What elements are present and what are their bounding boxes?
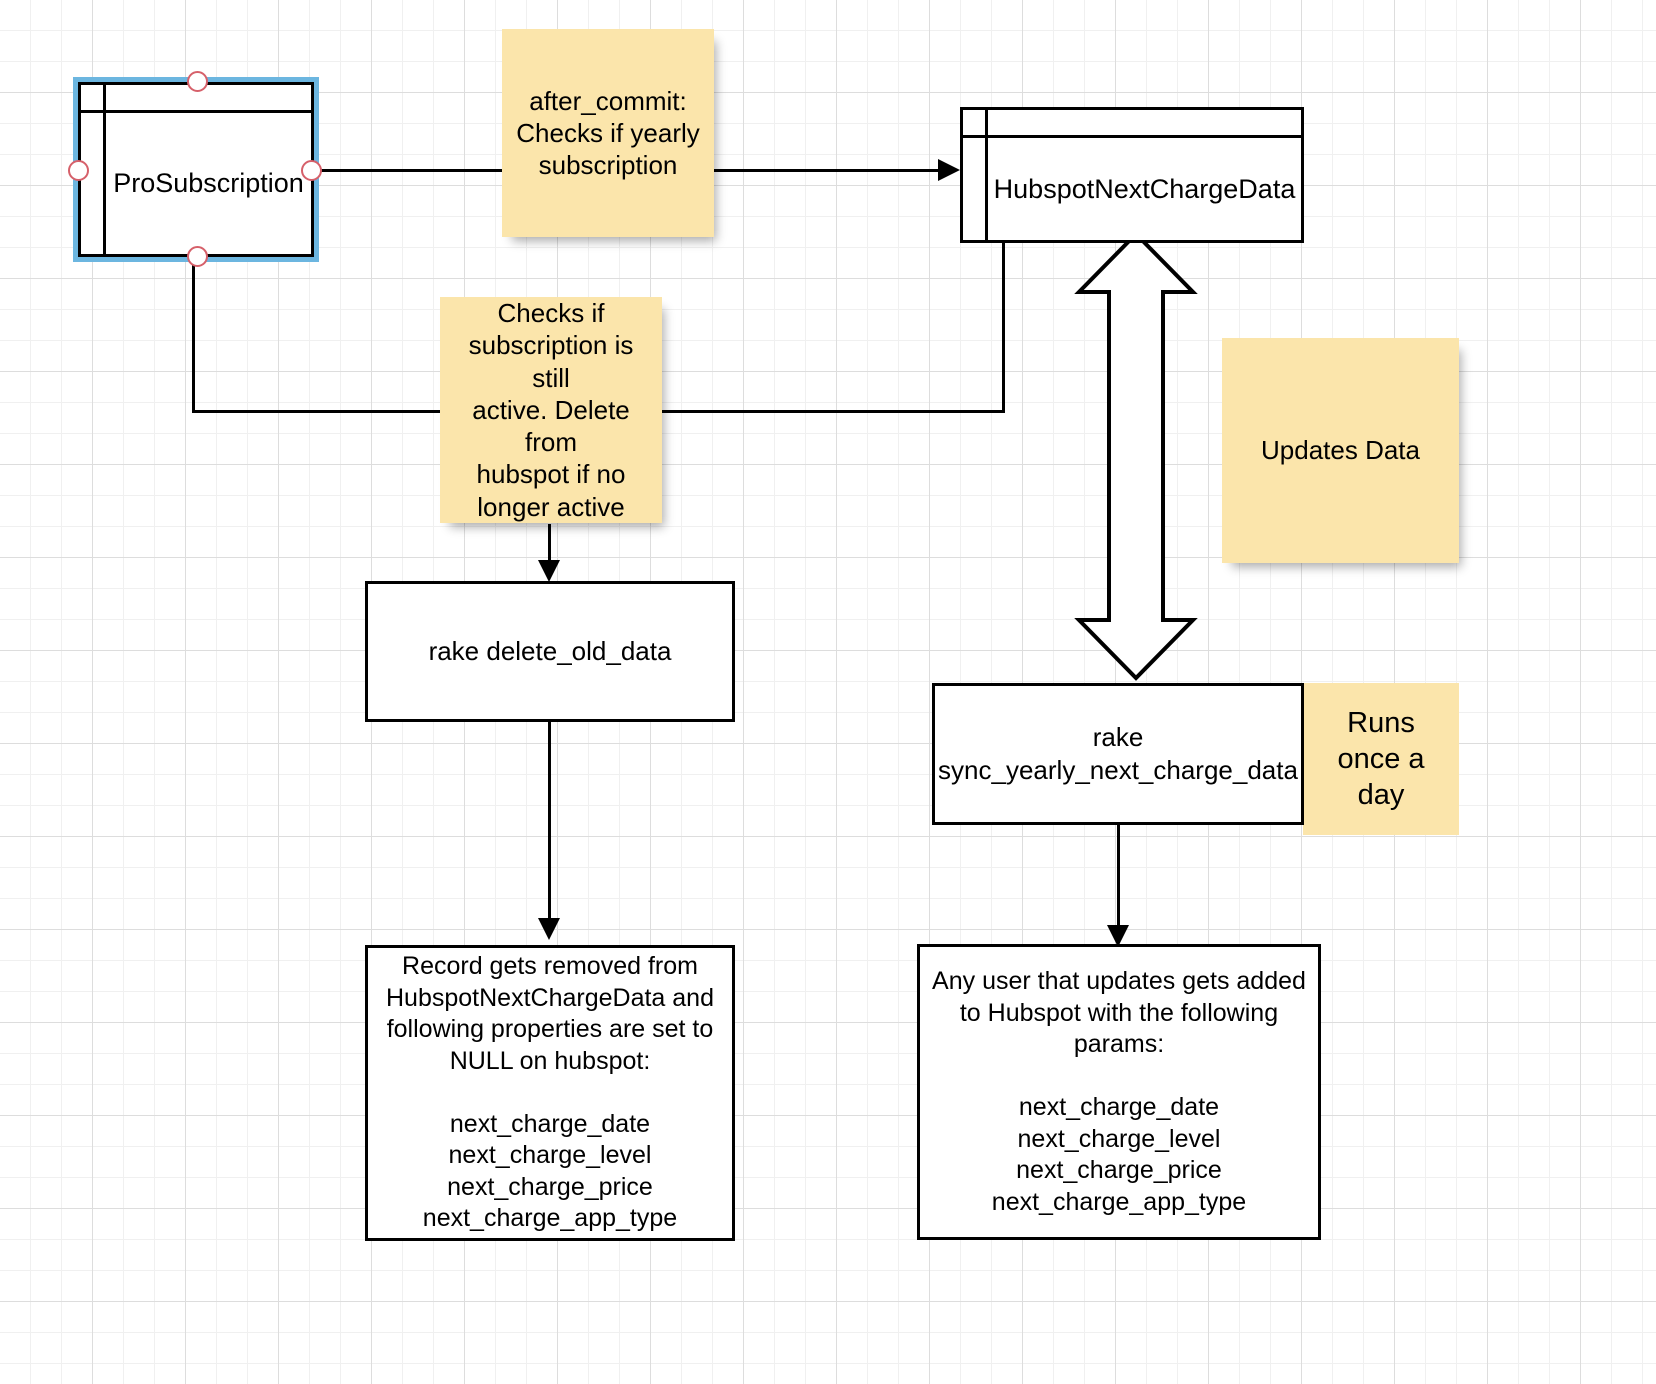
connector-rake-delete-to-result-line <box>548 722 551 922</box>
entity-pro-subscription[interactable]: ProSubscription <box>73 77 319 262</box>
result-record-removed[interactable]: Record gets removed from HubspotNextChar… <box>365 945 735 1241</box>
entity-header-band <box>963 110 1301 138</box>
process-rake-delete-old-data[interactable]: rake delete_old_data <box>365 581 735 722</box>
connector-bidirectional-block-arrow <box>1074 231 1198 681</box>
resize-handle-bottom[interactable] <box>187 246 208 267</box>
sticky-note-after-commit[interactable]: after_commit: Checks if yearly subscript… <box>502 29 714 237</box>
process-rake-sync-yearly[interactable]: rake sync_yearly_next_charge_data <box>932 683 1304 825</box>
entity-left-column-divider <box>985 110 988 240</box>
connector-pro-bottom-down <box>192 255 195 413</box>
sticky-note-runs-once-a-day[interactable]: Runs once a day <box>1303 683 1459 835</box>
sticky-note-updates-data[interactable]: Updates Data <box>1222 338 1459 563</box>
sticky-note-checks-active[interactable]: Checks if subscription is still active. … <box>440 297 662 523</box>
connector-note-to-rake-delete-arrowhead <box>538 560 560 582</box>
connector-note-to-rake-delete-line <box>548 524 551 566</box>
connector-rake-delete-to-result-arrowhead <box>538 918 560 940</box>
resize-handle-left[interactable] <box>68 160 89 181</box>
connector-pro-bottom-up <box>1002 243 1005 413</box>
entity-left-column-divider <box>103 85 106 254</box>
entity-hubspot-next-charge-data-label: HubspotNextChargeData <box>993 173 1296 204</box>
result-user-updates[interactable]: Any user that updates gets added to Hubs… <box>917 944 1321 1240</box>
connector-rake-sync-to-result-arrowhead <box>1107 925 1129 947</box>
entity-pro-subscription-label: ProSubscription <box>113 168 304 198</box>
resize-handle-top[interactable] <box>187 71 208 92</box>
connector-rake-sync-to-result-line <box>1117 825 1120 929</box>
connector-pro-to-hubspot-arrowhead <box>938 159 960 181</box>
entity-hubspot-next-charge-data[interactable]: HubspotNextChargeData <box>960 107 1304 243</box>
resize-handle-right[interactable] <box>301 160 322 181</box>
entity-header-band <box>81 85 311 113</box>
